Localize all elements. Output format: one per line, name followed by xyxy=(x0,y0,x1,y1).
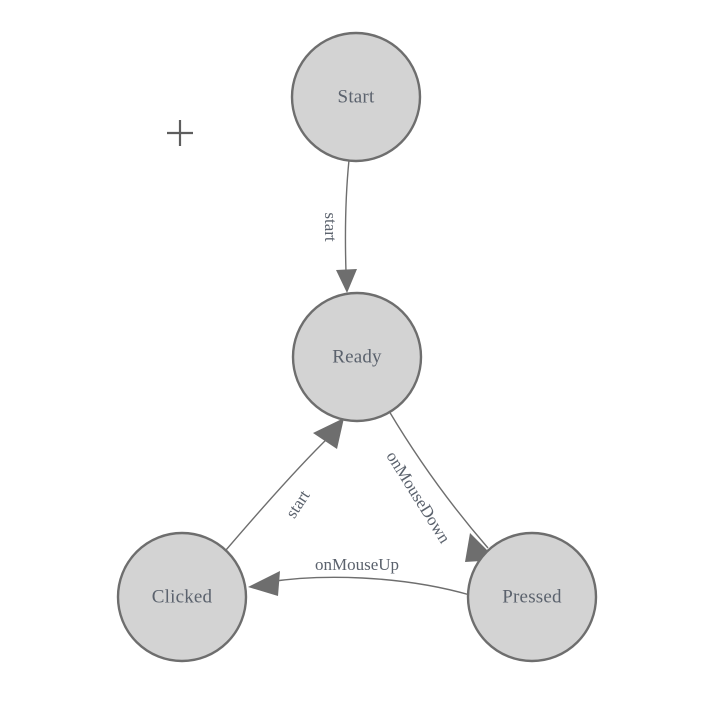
node-pressed-circle[interactable] xyxy=(466,531,598,663)
edge-pressed-to-clicked-arrowhead xyxy=(248,571,280,596)
edge-pressed-to-clicked[interactable] xyxy=(248,571,471,596)
edge-label-clicked-to-ready: start xyxy=(282,486,314,521)
edge-clicked-to-ready[interactable] xyxy=(225,418,344,551)
node-pressed[interactable]: Pressed xyxy=(466,531,598,663)
edge-start-to-ready-path[interactable] xyxy=(344,159,350,273)
edge-clicked-to-ready-path[interactable] xyxy=(225,435,331,551)
node-ready[interactable]: Ready xyxy=(291,291,423,423)
edge-clicked-to-ready-arrowhead xyxy=(313,418,344,449)
node-start[interactable]: Start xyxy=(290,31,422,163)
edge-pressed-to-clicked-path[interactable] xyxy=(267,576,471,596)
node-start-circle[interactable] xyxy=(290,31,422,163)
edge-start-to-ready[interactable] xyxy=(336,159,357,293)
edge-label-ready-to-pressed: onMouseDown xyxy=(383,448,455,547)
edge-label-start-to-ready: start xyxy=(321,212,340,242)
edge-label-pressed-to-clicked: onMouseUp xyxy=(315,555,399,574)
node-clicked-circle[interactable] xyxy=(116,531,248,663)
node-clicked-label: Clicked xyxy=(152,586,213,607)
node-ready-label: Ready xyxy=(332,346,382,367)
plus-marker[interactable] xyxy=(167,120,193,146)
node-ready-circle[interactable] xyxy=(291,291,423,423)
node-pressed-label: Pressed xyxy=(502,586,562,607)
node-clicked[interactable]: Clicked xyxy=(116,531,248,663)
edge-start-to-ready-arrowhead xyxy=(336,269,357,293)
edge-ready-to-pressed-path[interactable] xyxy=(388,410,489,549)
node-start-label: Start xyxy=(338,86,375,107)
